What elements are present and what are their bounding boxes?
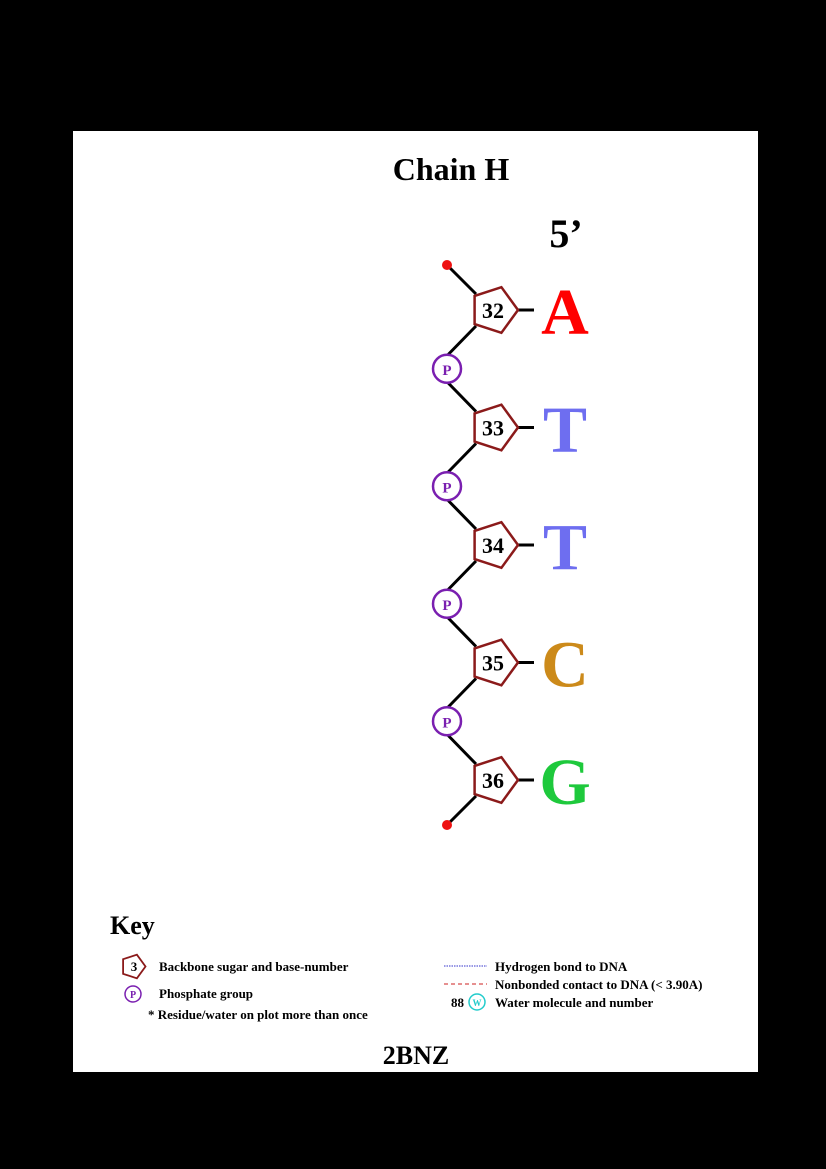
backbone-segment (445, 442, 478, 475)
phosphate-group: P (431, 706, 463, 737)
phosphate-label: P (442, 598, 451, 614)
phosphate-group: P (431, 353, 463, 384)
base-letter: G (539, 746, 590, 819)
sugar-key-icon: 3 (122, 953, 147, 980)
svg-text:P: P (130, 990, 136, 1001)
water-key-number: 88 (451, 995, 465, 1010)
residue-number: 34 (482, 533, 504, 558)
hbond-key-label: Hydrogen bond to DNA (495, 959, 628, 974)
svg-text:3: 3 (131, 959, 138, 974)
nonbonded-key-label: Nonbonded contact to DNA (< 3.90A) (495, 977, 702, 992)
sugar-pentagon (473, 638, 520, 687)
five-prime-label: 5’ (549, 211, 582, 256)
terminal-3-dot (442, 820, 452, 830)
phosphate-key-icon: P (124, 985, 142, 1003)
base-letter: T (543, 394, 587, 467)
sugar-pentagon (473, 520, 520, 570)
phosphate-label: P (442, 715, 451, 731)
sugar-pentagon (473, 755, 520, 805)
residue-number: 35 (482, 651, 504, 676)
nucleotide: 36 G (473, 746, 591, 819)
backbone-segment (445, 559, 478, 592)
water-key-icon: W (468, 993, 486, 1011)
nucleotide: 32 A (473, 276, 589, 349)
pdb-id: 2BNZ (383, 1041, 449, 1070)
backbone (445, 263, 478, 827)
residue-number: 33 (482, 416, 504, 441)
base-letter: T (543, 511, 587, 584)
sugar-key-label: Backbone sugar and base-number (159, 959, 349, 974)
backbone-segment (445, 380, 478, 413)
nucleotide: 35 C (473, 629, 589, 702)
residue-number: 36 (482, 768, 504, 793)
sugar-pentagon (473, 285, 520, 335)
water-key-label: Water molecule and number (495, 995, 654, 1010)
repeat-note: * Residue/water on plot more than once (148, 1007, 368, 1022)
sugar-pentagon (473, 403, 520, 452)
backbone-segment (445, 615, 478, 648)
base-letter: C (541, 629, 589, 702)
phosphate-key-label: Phosphate group (159, 986, 253, 1001)
svg-text:W: W (473, 998, 482, 1008)
residue-number: 32 (482, 298, 504, 323)
phosphate-group: P (431, 471, 463, 502)
chain-title: Chain H (393, 151, 510, 187)
phosphate-group: P (431, 588, 463, 619)
backbone-segment (445, 263, 478, 296)
phosphate-label: P (442, 363, 451, 379)
key-title: Key (110, 911, 155, 940)
backbone-segment (445, 677, 478, 710)
phosphate-label: P (442, 480, 451, 496)
terminal-5-dot (442, 260, 452, 270)
backbone-segment (445, 498, 478, 531)
nucleotide: 33 T (473, 394, 587, 467)
backbone-segment (445, 324, 478, 357)
backbone-segment (445, 733, 478, 766)
backbone-segment (445, 794, 478, 827)
nucleotide: 34 T (473, 511, 587, 584)
base-letter: A (541, 276, 589, 349)
